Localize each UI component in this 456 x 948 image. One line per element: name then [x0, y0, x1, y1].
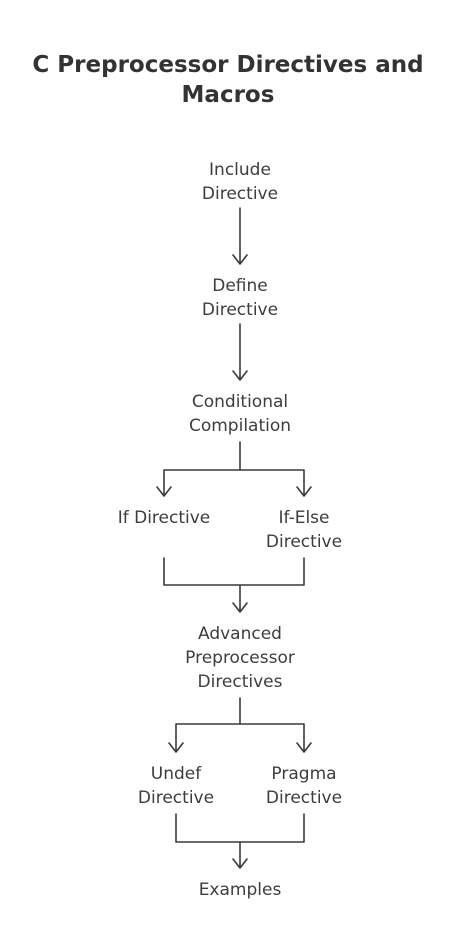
- arrowhead-define: [232, 254, 248, 265]
- edge-advanced-split: [175, 697, 305, 751]
- node-label: Directive: [137, 788, 215, 808]
- edge-conditional-split: [163, 441, 305, 495]
- node-label: Examples: [198, 880, 282, 900]
- node-label: Directive: [265, 788, 343, 808]
- edge-merge-advanced: [163, 557, 305, 611]
- arrowhead-advanced: [232, 602, 248, 613]
- title-line-2: Macros: [181, 82, 275, 108]
- node-label: Directives: [197, 672, 283, 692]
- node-undef-directive: Undef Directive: [116, 762, 236, 810]
- diagram-title: C Preprocessor Directives and Macros: [0, 50, 456, 110]
- arrowhead-conditional: [232, 370, 248, 381]
- node-label: Directive: [265, 532, 343, 552]
- edge-merge-examples: [175, 813, 305, 867]
- arrowhead-ifelse: [296, 486, 312, 497]
- title-line-1: C Preprocessor Directives and: [32, 52, 424, 78]
- node-label: Directive: [201, 300, 279, 320]
- arrowhead-examples: [232, 858, 248, 869]
- node-label: Conditional: [191, 392, 289, 412]
- node-label: Directive: [201, 184, 279, 204]
- node-label: Preprocessor: [185, 648, 295, 668]
- node-if-directive: If Directive: [94, 506, 234, 530]
- node-pragma-directive: Pragma Directive: [244, 762, 364, 810]
- node-label: Undef: [150, 764, 202, 784]
- node-label: If Directive: [117, 508, 211, 528]
- node-if-else-directive: If-Else Directive: [244, 506, 364, 554]
- node-define-directive: Define Directive: [180, 274, 300, 322]
- arrowhead-pragma: [296, 742, 312, 753]
- node-label: If-Else: [278, 508, 330, 528]
- node-label: Advanced: [198, 624, 282, 644]
- node-label: Include: [209, 160, 271, 180]
- arrowhead-if: [156, 486, 172, 497]
- node-label: Compilation: [188, 416, 292, 436]
- node-advanced-preprocessor-directives: Advanced Preprocessor Directives: [155, 622, 325, 694]
- arrowhead-undef: [168, 742, 184, 753]
- node-examples: Examples: [170, 878, 310, 902]
- node-include-directive: Include Directive: [180, 158, 300, 206]
- node-label: Pragma: [271, 764, 337, 784]
- node-label: Define: [212, 276, 268, 296]
- node-conditional-compilation: Conditional Compilation: [160, 390, 320, 438]
